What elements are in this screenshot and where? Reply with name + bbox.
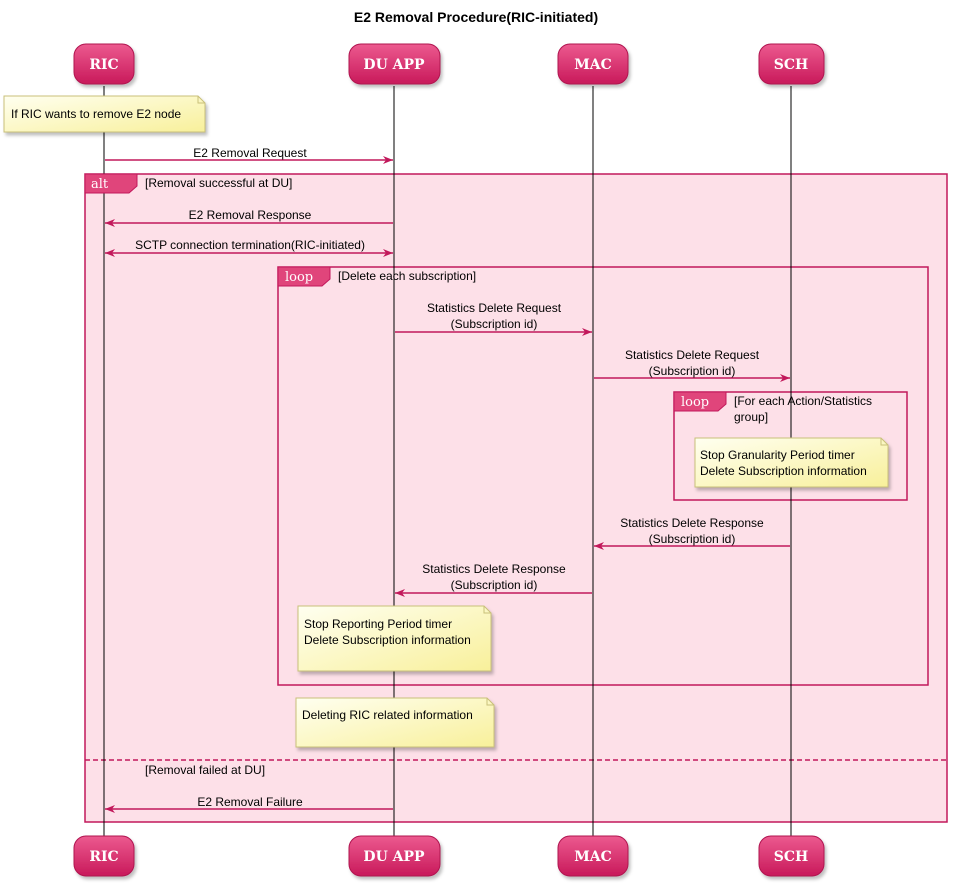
msg-stats-del-req-mac-label-2: (Subscription id) [451, 317, 538, 331]
msg-stats-del-rsp-sch-label-1: Statistics Delete Response [620, 516, 764, 530]
msg-stats-del-rsp-sch-label-2: (Subscription id) [649, 532, 736, 546]
alt-guard-success: [Removal successful at DU] [145, 176, 292, 190]
note-ric-intent [3, 95, 206, 133]
loop2-label: loop [681, 395, 709, 410]
msg-e2-removal-failure-label: E2 Removal Failure [197, 795, 303, 809]
note-du-stop [297, 605, 492, 672]
participant-duapp-bottom [348, 835, 441, 877]
participant-ric-top-label: RIC [89, 57, 118, 73]
note-du-delete-ric-text: Deleting RIC related information [302, 708, 473, 722]
note-sch-stop-line1: Stop Granularity Period timer [700, 448, 855, 462]
note-sch-stop [694, 437, 889, 488]
loop1-tab: loop [277, 266, 331, 287]
msg-sctp-termination-label: SCTP connection termination(RIC-initiate… [135, 238, 365, 252]
participant-duapp-top-label: DU APP [363, 57, 425, 73]
participant-sch-top-label: SCH [774, 57, 808, 73]
note-du-stop-line1: Stop Reporting Period timer [304, 617, 452, 631]
note-du-stop-line2: Delete Subscription information [304, 633, 471, 647]
msg-stats-del-req-mac-label-1: Statistics Delete Request [427, 301, 562, 315]
msg-e2-removal-request-label: E2 Removal Request [193, 146, 307, 160]
alt-guard-failure: [Removal failed at DU] [145, 763, 265, 777]
participant-mac-bottom-label: MAC [574, 849, 612, 865]
msg-stats-del-rsp-mac-label-2: (Subscription id) [451, 578, 538, 592]
alt-fragment [84, 173, 948, 823]
participant-ric-bottom-label: RIC [89, 849, 118, 865]
participant-mac-top [557, 43, 629, 85]
participant-mac-bottom [557, 835, 629, 877]
participant-mac-top-label: MAC [574, 57, 612, 73]
alt-tab: alt [84, 173, 138, 194]
participant-duapp-bottom-label: DU APP [363, 849, 425, 865]
participant-sch-top [758, 43, 825, 85]
note-ric-intent-text: If RIC wants to remove E2 node [11, 107, 181, 121]
msg-stats-del-rsp-mac-label-1: Statistics Delete Response [422, 562, 566, 576]
msg-stats-del-req-sch-label-2: (Subscription id) [649, 364, 736, 378]
participant-ric-top [73, 43, 135, 85]
loop2-tab: loop [673, 391, 727, 412]
note-sch-stop-line2: Delete Subscription information [700, 464, 867, 478]
loop2-guard-line1: [For each Action/Statistics [734, 394, 872, 408]
participant-duapp-top [348, 43, 441, 85]
note-du-delete-ric [295, 697, 495, 748]
loop2-guard-line2: group] [734, 410, 768, 424]
msg-stats-del-req-sch-label-1: Statistics Delete Request [625, 348, 760, 362]
alt-label: alt [91, 177, 109, 192]
participant-ric-bottom [73, 835, 135, 877]
loop1-label: loop [285, 270, 313, 285]
loop1-guard: [Delete each subscription] [338, 269, 476, 283]
diagram-title: E2 Removal Procedure(RIC-initiated) [354, 9, 598, 25]
participant-sch-bottom [758, 835, 825, 877]
participant-sch-bottom-label: SCH [774, 849, 808, 865]
loop-fragment-subscriptions [277, 266, 929, 686]
msg-e2-removal-response-label: E2 Removal Response [189, 208, 312, 222]
